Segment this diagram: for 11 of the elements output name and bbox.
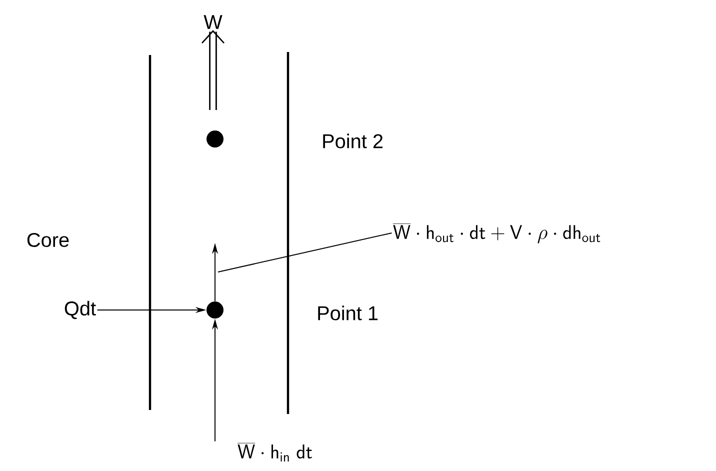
formula-label: $\overline{\mathsf{W}}\cdot \mathsf{h}_{\mathsf{in}}\;\mathsf{dt}$ bbox=[237, 443, 312, 462]
hollow-arrow bbox=[201, 30, 225, 110]
text-label: Point 2 bbox=[323, 134, 383, 148]
leader-line bbox=[218, 232, 392, 272]
point-dot bbox=[206, 302, 224, 318]
point-dot bbox=[206, 130, 224, 148]
formula-label: $\overline{\mathsf{W}}\cdot \mathsf{h}_{\mathsf{out}}\cdot \mathsf{dt} + \mathsf{V}\cdot \rho \cdot \mathsf{dh}_{\mathsf{out}}$ bbox=[392, 224, 600, 244]
text-label: Qdt bbox=[64, 300, 96, 320]
text-label: Core bbox=[27, 232, 69, 248]
text-label: W bbox=[204, 15, 222, 29]
text-label: Point 1 bbox=[318, 306, 378, 320]
